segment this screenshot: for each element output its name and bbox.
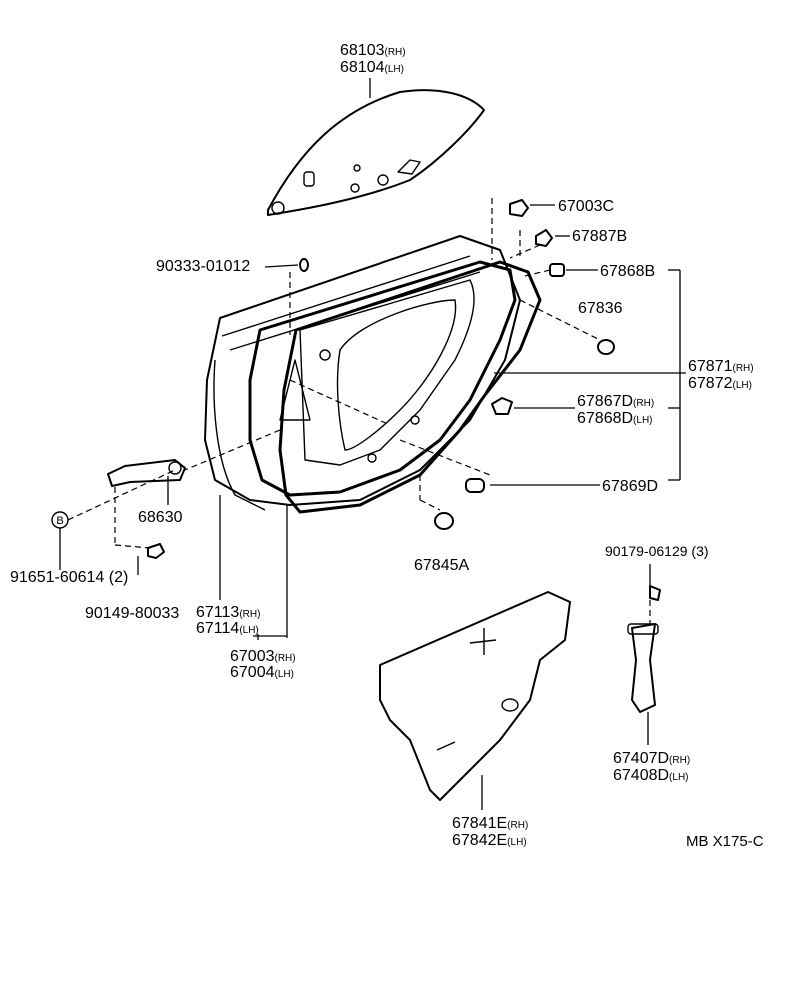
plug-67836 bbox=[597, 339, 615, 355]
clip-67003c bbox=[509, 199, 529, 217]
svg-text:67871(RH): 67871(RH) bbox=[688, 358, 754, 375]
door-glass bbox=[267, 89, 485, 216]
label-67887b: 67887B bbox=[572, 228, 627, 245]
callout-b-letter: B bbox=[56, 515, 63, 527]
label-67003: 67003 bbox=[230, 648, 275, 665]
svg-text:68103(RH): 68103(RH) bbox=[340, 42, 406, 59]
label-68630: 68630 bbox=[138, 509, 183, 526]
label-67842e: 67842E bbox=[452, 832, 507, 849]
callout-b: B bbox=[51, 511, 69, 529]
service-hole-cover bbox=[379, 591, 571, 801]
label-67003c: 67003C bbox=[558, 198, 614, 215]
label-68104: 68104 bbox=[340, 59, 385, 76]
svg-text:67842E(LH): 67842E(LH) bbox=[452, 832, 527, 849]
clip-67868b bbox=[549, 263, 565, 277]
svg-text:67407D(RH): 67407D(RH) bbox=[613, 750, 690, 767]
label-67868d: 67868D bbox=[577, 410, 633, 427]
svg-text:67114(LH): 67114(LH) bbox=[196, 620, 259, 637]
label-67004: 67004 bbox=[230, 664, 275, 681]
label-67871: 67871 bbox=[688, 358, 733, 375]
label-91651: 91651-60614 (2) bbox=[10, 569, 128, 586]
svg-text:67841E(RH): 67841E(RH) bbox=[452, 815, 528, 832]
label-67114: 67114 bbox=[196, 620, 239, 637]
leaders bbox=[59, 198, 686, 810]
plug-90333 bbox=[299, 258, 309, 272]
label-67845a: 67845A bbox=[414, 557, 469, 574]
svg-text:67868D(LH): 67868D(LH) bbox=[577, 410, 653, 427]
svg-text:67004(LH): 67004(LH) bbox=[230, 664, 294, 681]
door-weatherstrip bbox=[278, 260, 542, 514]
label-67869d: 67869D bbox=[602, 478, 658, 495]
label-68103: 68103 bbox=[340, 42, 385, 59]
plug-67845a bbox=[434, 512, 454, 530]
svg-text:67867D(RH): 67867D(RH) bbox=[577, 393, 654, 410]
label-67113: 67113 bbox=[196, 604, 239, 621]
diagram-code: MB X175-C bbox=[686, 833, 764, 850]
clip-67869d bbox=[465, 478, 485, 493]
label-67872: 67872 bbox=[688, 375, 733, 392]
door-pull-handle bbox=[627, 585, 661, 713]
label-67408d: 67408D bbox=[613, 767, 669, 784]
clip-67887b bbox=[535, 229, 553, 247]
svg-text:68104(LH): 68104(LH) bbox=[340, 59, 404, 76]
svg-text:67872(LH): 67872(LH) bbox=[688, 375, 752, 392]
label-67841e: 67841E bbox=[452, 815, 507, 832]
door-frame bbox=[248, 260, 517, 497]
clip-67867d bbox=[491, 397, 513, 415]
part-labels: 68103(RH) 68104(LH) 67003C 67887B 90333-… bbox=[10, 42, 764, 850]
label-67836: 67836 bbox=[578, 300, 623, 317]
door-check-68630 bbox=[107, 459, 186, 487]
label-90179: 90179-06129 (3) bbox=[605, 543, 709, 559]
bolt-90149 bbox=[147, 543, 165, 559]
label-67868b: 67868B bbox=[600, 263, 655, 280]
label-90333: 90333-01012 bbox=[156, 258, 250, 275]
label-67407d: 67407D bbox=[613, 750, 669, 767]
svg-text:67408D(LH): 67408D(LH) bbox=[613, 767, 689, 784]
svg-text:67113(RH): 67113(RH) bbox=[196, 604, 260, 621]
label-67867d: 67867D bbox=[577, 393, 633, 410]
label-90149: 90149-80033 bbox=[85, 605, 179, 622]
svg-text:67003(RH): 67003(RH) bbox=[230, 648, 296, 665]
